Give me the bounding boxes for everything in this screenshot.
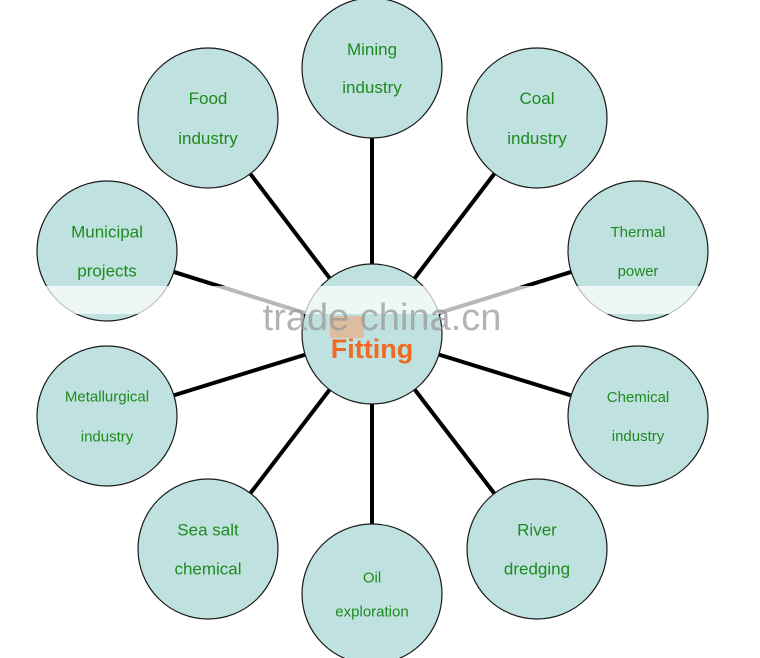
connector-metallurgical — [171, 352, 308, 398]
watermark-logo-mark — [330, 316, 364, 338]
node-river: River dredging — [466, 478, 608, 620]
node-label-line: dredging — [504, 560, 570, 579]
connector-coal — [411, 170, 498, 282]
center-label: Fitting — [331, 334, 413, 364]
connector-chemical — [436, 352, 574, 398]
watermark-text: trade china.cn — [263, 297, 502, 339]
node-label-line: industry — [342, 78, 402, 97]
node-circle — [301, 523, 443, 658]
node-label-line: industry — [507, 129, 567, 148]
node-metallurgical: Metallurgical industry — [36, 345, 178, 487]
node-label-line: Chemical — [607, 389, 670, 406]
node-label-line: Oil — [363, 569, 381, 586]
node-circle — [301, 0, 443, 139]
node-coal: Coal industry — [466, 47, 608, 189]
node-label-line: Food — [189, 89, 228, 108]
node-food: Food industry — [137, 47, 279, 189]
node-label-line: River — [517, 521, 557, 540]
node-circle — [137, 478, 279, 620]
node-label-line: chemical — [174, 560, 241, 579]
node-label-line: exploration — [335, 603, 408, 620]
node-oil: Oil exploration — [301, 523, 443, 658]
node-circle — [567, 345, 709, 487]
node-mining: Mining industry — [301, 0, 443, 139]
node-label-line: Metallurgical — [65, 388, 149, 405]
node-label-line: Coal — [520, 89, 555, 108]
watermark: trade china.cn — [0, 286, 760, 339]
connector-food — [247, 170, 333, 282]
connector-river — [411, 386, 498, 497]
node-label-line: industry — [178, 129, 238, 148]
node-label-line: Sea salt — [177, 521, 239, 540]
node-label-line: Thermal — [610, 224, 665, 241]
node-circle — [466, 47, 608, 189]
node-circle — [466, 478, 608, 620]
node-seasalt: Sea salt chemical — [137, 478, 279, 620]
node-circle — [137, 47, 279, 189]
node-label-line: industry — [81, 428, 134, 445]
node-circle — [36, 345, 178, 487]
node-chemical: Chemical industry — [567, 345, 709, 487]
node-label-line: industry — [612, 428, 665, 445]
connector-seasalt — [247, 386, 333, 497]
node-label-line: Mining — [347, 40, 397, 59]
node-label-line: projects — [77, 261, 137, 280]
node-label-line: Municipal — [71, 222, 143, 241]
node-label-line: power — [618, 263, 659, 280]
watermark-band — [0, 286, 760, 314]
